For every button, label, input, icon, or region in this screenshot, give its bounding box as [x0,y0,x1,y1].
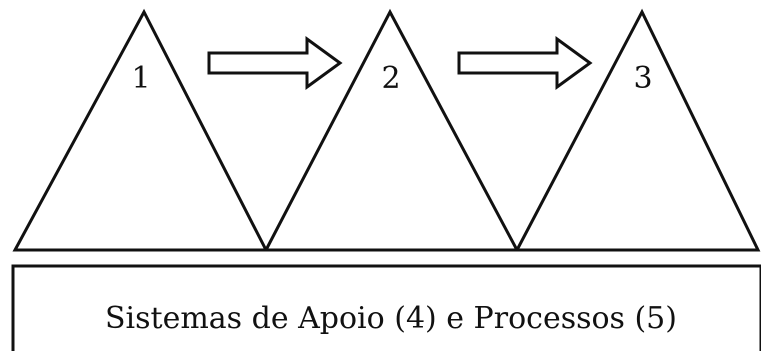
stage-3-triangle [514,8,761,252]
base-box-label: Sistemas de Apoio (4) e Processos (5) [105,301,677,336]
arrow-2-to-3-icon [457,36,593,90]
base-box [11,264,761,351]
stage-2-label: 2 [381,61,400,96]
stage-1-label: 1 [131,61,150,96]
arrow-1-to-2-icon [207,36,343,90]
stage-2-triangle [263,8,520,252]
stage-3-label: 3 [633,61,652,96]
stage-1-triangle [12,8,269,252]
